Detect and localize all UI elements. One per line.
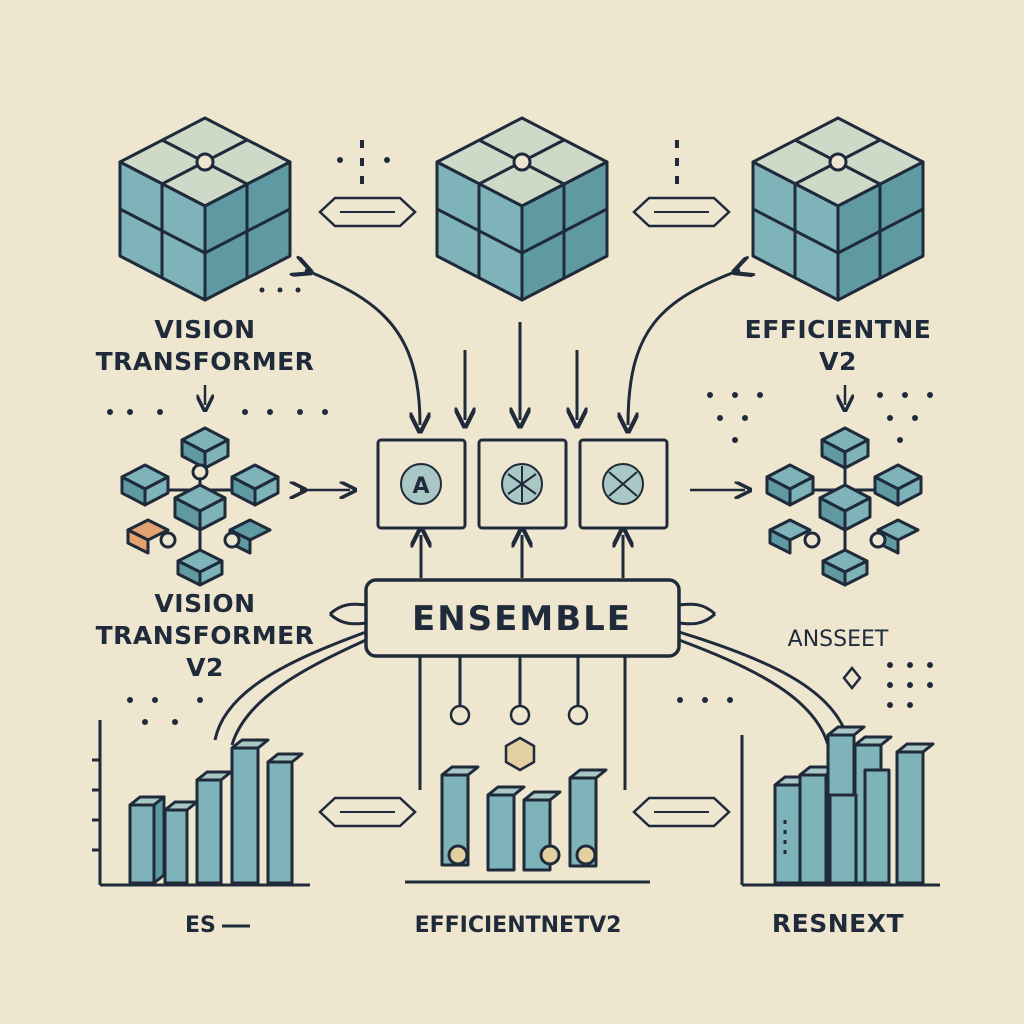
label-vision-transformer-line1: VISION xyxy=(154,315,255,344)
cube-cluster-icon-left xyxy=(120,426,280,587)
label-efficientnet-line1: EFFICIENTNE xyxy=(745,315,932,344)
label-vision-transformer-v2-line3: V2 xyxy=(186,653,224,682)
connector-pill-bottom-right xyxy=(632,796,731,828)
flow-lines xyxy=(305,270,740,425)
label-bottom-left: ES xyxy=(185,913,216,938)
cube-icon-efficientnet xyxy=(751,116,925,302)
cube-icon-center xyxy=(435,116,609,302)
attention-box-3 xyxy=(578,438,669,530)
node-icons xyxy=(449,704,589,772)
ensemble-output-lines xyxy=(213,630,850,790)
attention-box-1: A xyxy=(376,438,467,530)
ensemble-box: ENSEMBLE xyxy=(328,578,717,658)
cube-icon-vision-transformer xyxy=(118,116,292,302)
bar-chart-icon-center xyxy=(405,765,650,884)
label-vision-transformer-v2-line2: TRANSFORMER xyxy=(96,621,315,650)
bar-chart-icon-right xyxy=(740,725,940,887)
diamond-icon xyxy=(842,665,862,691)
bar-chart-icon-left xyxy=(92,720,310,887)
ensemble-side-label: ANSSEET xyxy=(788,627,889,652)
label-bottom-center: EFFICIENTNETV2 xyxy=(415,913,622,938)
label-vision-transformer-line2: TRANSFORMER xyxy=(96,347,315,376)
attention-box-2 xyxy=(477,438,568,530)
cube-cluster-icon-right xyxy=(765,426,923,587)
attention-glyph-1: A xyxy=(412,474,429,499)
ensemble-label: ENSEMBLE xyxy=(412,599,632,639)
connector-pill-bottom-left xyxy=(318,796,417,828)
label-bottom-right: RESNEXT xyxy=(772,909,904,938)
label-efficientnet-line2: V2 xyxy=(819,347,857,376)
up-arrows xyxy=(421,535,623,578)
connector-pill-right xyxy=(632,196,731,228)
connector-pill-left xyxy=(318,196,417,228)
label-vision-transformer-v2-line1: VISION xyxy=(154,589,255,618)
down-arrow-icon xyxy=(205,385,845,405)
